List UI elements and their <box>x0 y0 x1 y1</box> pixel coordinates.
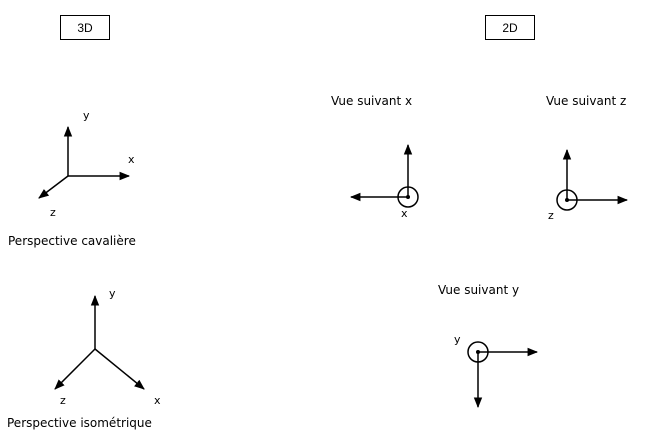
cavaliere-z-arrow <box>38 175 69 199</box>
label-isometrique-x: x <box>154 394 161 407</box>
vue-x-axes <box>349 143 419 208</box>
box-3d: 3D <box>60 15 110 40</box>
caption-vue-suivant-x: Vue suivant x <box>331 94 413 108</box>
label-vue-z-z: z <box>548 209 554 222</box>
label-cavaliere-z: z <box>50 206 56 219</box>
label-isometrique-z: z <box>60 394 66 407</box>
caption-perspective-cavaliere: Perspective cavalière <box>8 234 136 248</box>
caption-vue-suivant-y: Vue suivant y <box>438 283 520 297</box>
caption-perspective-isometrique: Perspective isométrique <box>7 416 152 430</box>
vue-y-axes <box>467 341 539 409</box>
cavaliere-axes <box>38 125 131 199</box>
label-vue-y-y: y <box>454 333 461 346</box>
vue-z-axes <box>556 148 629 211</box>
label-vue-x-x: x <box>401 207 408 220</box>
label-isometrique-y: y <box>109 287 116 300</box>
isometrique-x-arrow <box>94 348 145 390</box>
caption-vue-suivant-z: Vue suivant z <box>546 94 627 108</box>
label-cavaliere-x: x <box>128 153 135 166</box>
isometrique-z-arrow <box>54 348 96 390</box>
label-cavaliere-y: y <box>83 109 90 122</box>
box-2d: 2D <box>485 15 535 40</box>
isometrique-axes <box>54 294 145 390</box>
